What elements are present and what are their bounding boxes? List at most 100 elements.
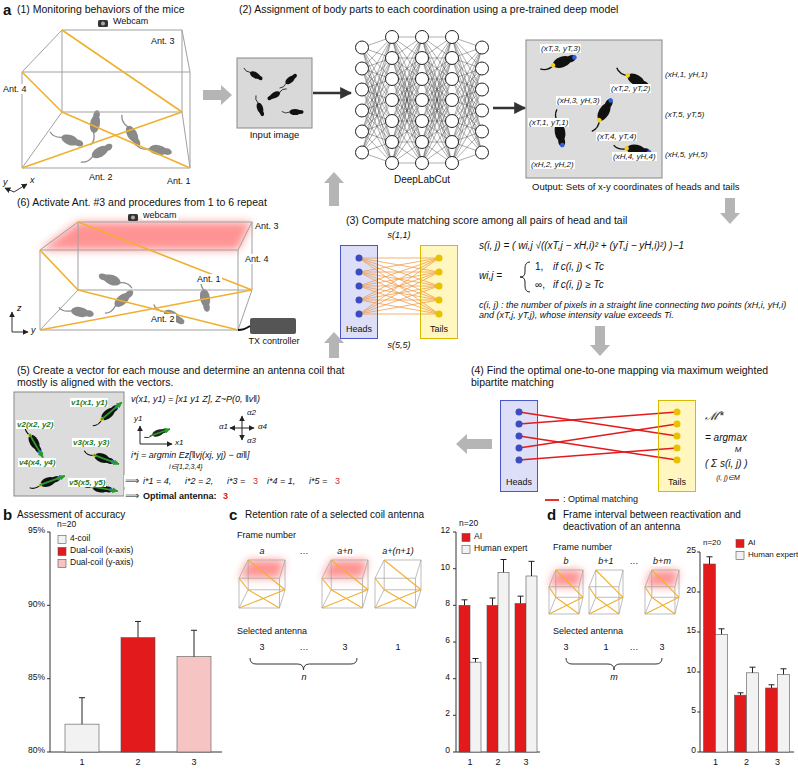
illustration-part [596, 570, 623, 597]
box-fill [658, 400, 696, 492]
text-label: d [546, 506, 557, 523]
arena-icon [645, 570, 679, 614]
text-label: n=20 [702, 538, 722, 547]
illustration-part [446, 136, 459, 149]
illustration-part [359, 272, 439, 314]
illustration-part [549, 570, 556, 587]
illustration-part [362, 560, 368, 578]
illustration-part [700, 552, 701, 752]
illustration-part [78, 222, 252, 290]
legend-text: AI [747, 538, 757, 547]
bar [778, 674, 790, 752]
text-label: i*3 = [226, 476, 246, 486]
text-label: 3 [774, 757, 781, 767]
webcam-icon [98, 20, 108, 27]
bar [526, 576, 537, 752]
illustration-part [356, 283, 363, 290]
illustration-part [603, 98, 614, 110]
text-label: Frame number [552, 542, 613, 552]
text-label: i*1 = 4, [142, 476, 172, 486]
text-label: (2) Assignment of body parts to each coo… [238, 3, 619, 15]
illustration-part [416, 136, 429, 149]
illustration-part [230, 428, 242, 429]
illustration-part [519, 424, 677, 448]
text-label: (xT,1, yT,1) [528, 118, 569, 127]
illustration-part [78, 290, 238, 330]
illustration-part [589, 597, 623, 614]
illustration-part [384, 560, 421, 590]
illustration-part [322, 560, 331, 578]
arena-step1 [5, 20, 190, 192]
text-label: ⟹ [124, 490, 140, 502]
illustration-part [783, 669, 784, 675]
text-label: Frame number [236, 530, 297, 540]
illustration-part [519, 412, 677, 424]
text-label: 1 [602, 642, 609, 652]
node-text: DeepLabCut [352, 174, 492, 186]
active-glow [645, 570, 679, 587]
illustration-part [40, 476, 65, 485]
bar [704, 564, 716, 752]
illustration-part [645, 587, 675, 614]
illustration-part [492, 598, 493, 605]
illustration-part [331, 560, 368, 590]
text-label: Ant. 2 [88, 172, 114, 182]
illustration-part [40, 250, 78, 290]
text-label: 3 [562, 642, 569, 652]
illustration-part [446, 157, 459, 170]
text-label: Webcam [112, 16, 149, 26]
illustration-part [78, 222, 252, 290]
text-label: Optimal antenna: [142, 491, 218, 501]
arena-icon [549, 570, 583, 614]
score-graph [356, 255, 443, 318]
illustration-part [102, 142, 114, 153]
image-panel: Input image [237, 58, 312, 141]
tx-device [250, 318, 296, 334]
text-label: Assessment of accuracy [16, 509, 126, 521]
illustration-part [596, 597, 619, 614]
text-label: n=20 [458, 519, 479, 529]
arena-icon [322, 560, 368, 608]
illustration-part [182, 30, 190, 72]
legend-text: Dual-coil (y-axis) [69, 558, 134, 568]
illustration-part [516, 457, 523, 464]
text-label: Ant. 3 [150, 36, 176, 46]
text-label: ℳ* [704, 410, 725, 424]
text-label: 4 [444, 673, 451, 683]
legend-swatch [58, 536, 66, 544]
illustration-part [453, 678, 456, 679]
illustration-part [279, 88, 287, 93]
controller-box: TX controller [244, 318, 304, 346]
text-label: (xT,2, yT,2) [610, 84, 651, 93]
text-label: n=20 [56, 520, 77, 530]
illustration-part [596, 117, 602, 123]
text-label: b [2, 506, 13, 523]
mouse [282, 109, 304, 115]
mouse [551, 109, 568, 149]
legend-line [545, 499, 559, 501]
arena-icon [239, 560, 285, 608]
legend-swatch [58, 560, 66, 568]
illustration-part [750, 667, 756, 668]
flow-arrow [590, 326, 610, 356]
illustration-part [384, 560, 421, 590]
illustration-part [652, 570, 679, 597]
illustration-part [608, 97, 614, 103]
illustration-part [446, 31, 459, 44]
illustration-part [375, 590, 421, 608]
illustration-part [709, 557, 710, 564]
node-text: TX controller [244, 336, 304, 346]
node-text: Heads [501, 477, 537, 487]
illustration-part [359, 286, 439, 314]
text-label: s(i, j) = ( wi,j √((xT,j − xH,i)² + (yT,… [478, 240, 685, 252]
text-label: 3 [522, 757, 529, 767]
illustration-part [105, 305, 117, 316]
illustration-part [453, 532, 456, 533]
text-label: v4(x4, y4) [18, 458, 56, 467]
illustration-part [356, 62, 369, 75]
illustration-part [291, 73, 298, 80]
text-label: … [299, 546, 310, 556]
text-label: c(i, j) : the number of pixels in a stra… [478, 300, 795, 321]
illustration-part [645, 587, 652, 598]
illustration-part [359, 258, 439, 286]
